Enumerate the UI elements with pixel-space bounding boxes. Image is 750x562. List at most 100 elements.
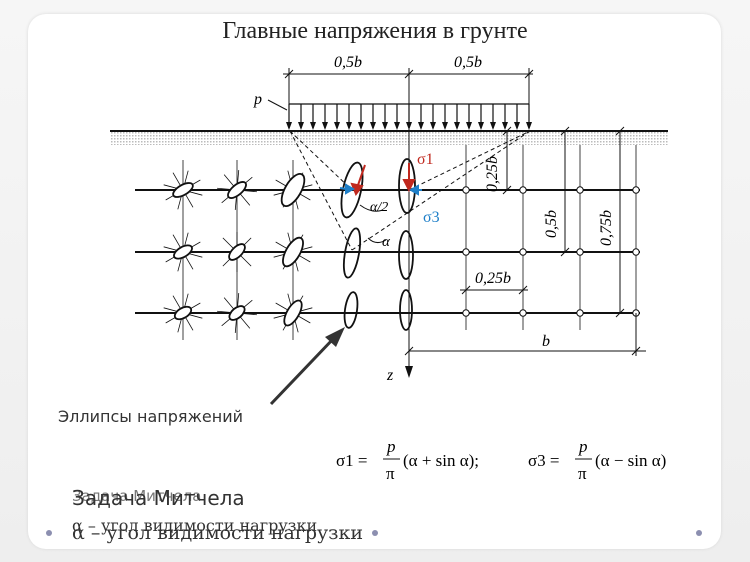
sigma3-arrows — [339, 183, 422, 196]
label-sigma1: σ1 — [417, 151, 434, 168]
quarter-b-horizontal-dim — [460, 285, 528, 295]
formula-sigma3-rhs: (α − sin α) — [595, 451, 666, 470]
load-arrowhead — [442, 122, 448, 130]
ellipse-center-2 — [398, 230, 414, 280]
label-quarter-b-horizontal: 0,25b — [475, 270, 511, 287]
label-three-quarter-b-vertical: 0,75b — [598, 210, 615, 246]
ellipse-middle-2 — [342, 227, 362, 279]
angle-arc-half — [359, 204, 384, 212]
load-arrowhead — [478, 122, 484, 130]
stress-ellipse — [228, 305, 246, 321]
formula-sigma3-p: p — [578, 437, 588, 456]
ground-hatch — [110, 131, 668, 145]
load-arrowhead — [358, 122, 364, 130]
load-arrowhead — [382, 122, 388, 130]
formula-sigma1-rhs: (α + sin α); — [403, 451, 479, 470]
grid-node — [576, 186, 584, 194]
load-arrowhead — [298, 122, 304, 130]
slide-title: Главные напряжения в грунте — [222, 18, 528, 44]
label-alpha-half: α/2 — [370, 200, 388, 215]
stress-ellipse — [228, 243, 246, 261]
stress-ellipse-star — [163, 170, 203, 210]
caption-stress-ellipses: Эллипсы напряжений — [58, 407, 244, 426]
stress-ellipse-star — [273, 232, 313, 272]
stress-ellipse — [172, 182, 194, 198]
nav-dot-center — [372, 530, 378, 536]
grid-node — [462, 309, 470, 317]
load-arrowhead — [466, 122, 472, 130]
formula-sigma3-pi: π — [578, 464, 587, 483]
ellipse-center-3 — [399, 289, 413, 331]
load-arrowhead — [286, 122, 292, 130]
grid-nodes — [462, 186, 640, 317]
load-arrowhead — [430, 122, 436, 130]
formula-sigma1-pi: π — [386, 464, 395, 483]
label-alpha: α — [382, 234, 391, 250]
b-dimension — [404, 313, 646, 356]
load-arrowhead — [346, 122, 352, 130]
subtitle-problem: Задача Митчела — [72, 486, 245, 510]
grid-node — [632, 186, 640, 194]
ellipse-middle-3 — [343, 291, 359, 329]
load-arrowhead — [490, 122, 496, 130]
stress-ellipse — [280, 173, 306, 207]
z-axis-arrow — [405, 366, 413, 378]
p-leader — [267, 99, 288, 111]
stress-ellipse-star — [217, 232, 257, 272]
stress-ellipse — [227, 181, 247, 199]
angle-arc — [367, 237, 387, 244]
formula-sigma1-lhs: σ1 = — [336, 451, 368, 470]
depth-dimensions — [496, 126, 640, 318]
stress-ellipse-star — [217, 293, 257, 333]
pointer-arrow — [269, 327, 345, 406]
grid-node — [462, 248, 470, 256]
grid-node — [519, 309, 527, 317]
subtitle-alpha-ghost: α – угол видимости нагрузки — [72, 516, 318, 535]
grid-node — [462, 186, 470, 194]
stress-ellipse-star — [273, 170, 313, 210]
subtitle-alpha: α – угол видимости нагрузки — [72, 522, 364, 544]
label-quarter-b-vertical: 0,25b — [484, 156, 501, 192]
grid-node — [576, 309, 584, 317]
formula-sigma1-p: p — [386, 437, 396, 456]
load-arrowhead — [502, 122, 508, 130]
load-arrowhead — [370, 122, 376, 130]
stress-ellipse — [173, 305, 193, 321]
grid-node — [632, 248, 640, 256]
stress-ellipse — [283, 299, 303, 327]
stress-ellipses-left — [163, 170, 313, 333]
stress-ellipse — [282, 236, 304, 268]
label-half-b-right: 0,5b — [454, 54, 482, 71]
load-arrowhead — [514, 122, 520, 130]
grid-node — [576, 248, 584, 256]
load-arrowhead — [334, 122, 340, 130]
formula-sigma3-lhs: σ3 = — [528, 451, 560, 470]
nav-dot-left — [46, 530, 52, 536]
stress-ellipse — [173, 244, 193, 260]
load-arrowhead — [322, 122, 328, 130]
label-half-b-vertical: 0,5b — [543, 210, 560, 238]
load-arrowhead — [526, 122, 532, 130]
label-b: b — [542, 333, 550, 350]
load-arrowhead — [454, 122, 460, 130]
label-p: p — [253, 91, 262, 108]
diagram-area — [100, 50, 678, 386]
stress-ellipse-star — [273, 293, 313, 333]
load-arrowhead — [310, 122, 316, 130]
load-arrowhead — [394, 122, 400, 130]
top-dimension — [283, 68, 534, 104]
view-angle-lines — [289, 130, 531, 251]
label-sigma3: σ3 — [423, 209, 440, 226]
formula: σ1 = p π (α + sin α); σ3 = p π (α − sin … — [336, 437, 666, 483]
label-half-b-left: 0,5b — [334, 54, 362, 71]
stress-ellipse-star — [163, 232, 203, 272]
stress-ellipse-star — [163, 293, 203, 333]
subtitle-problem-ghost: Задача Митчела — [72, 487, 202, 505]
grid-node — [519, 186, 527, 194]
label-z: z — [386, 367, 394, 384]
grid-node — [519, 248, 527, 256]
stress-ellipse-star — [217, 170, 257, 210]
nav-dot-right — [696, 530, 702, 536]
load-arrowhead — [418, 122, 424, 130]
